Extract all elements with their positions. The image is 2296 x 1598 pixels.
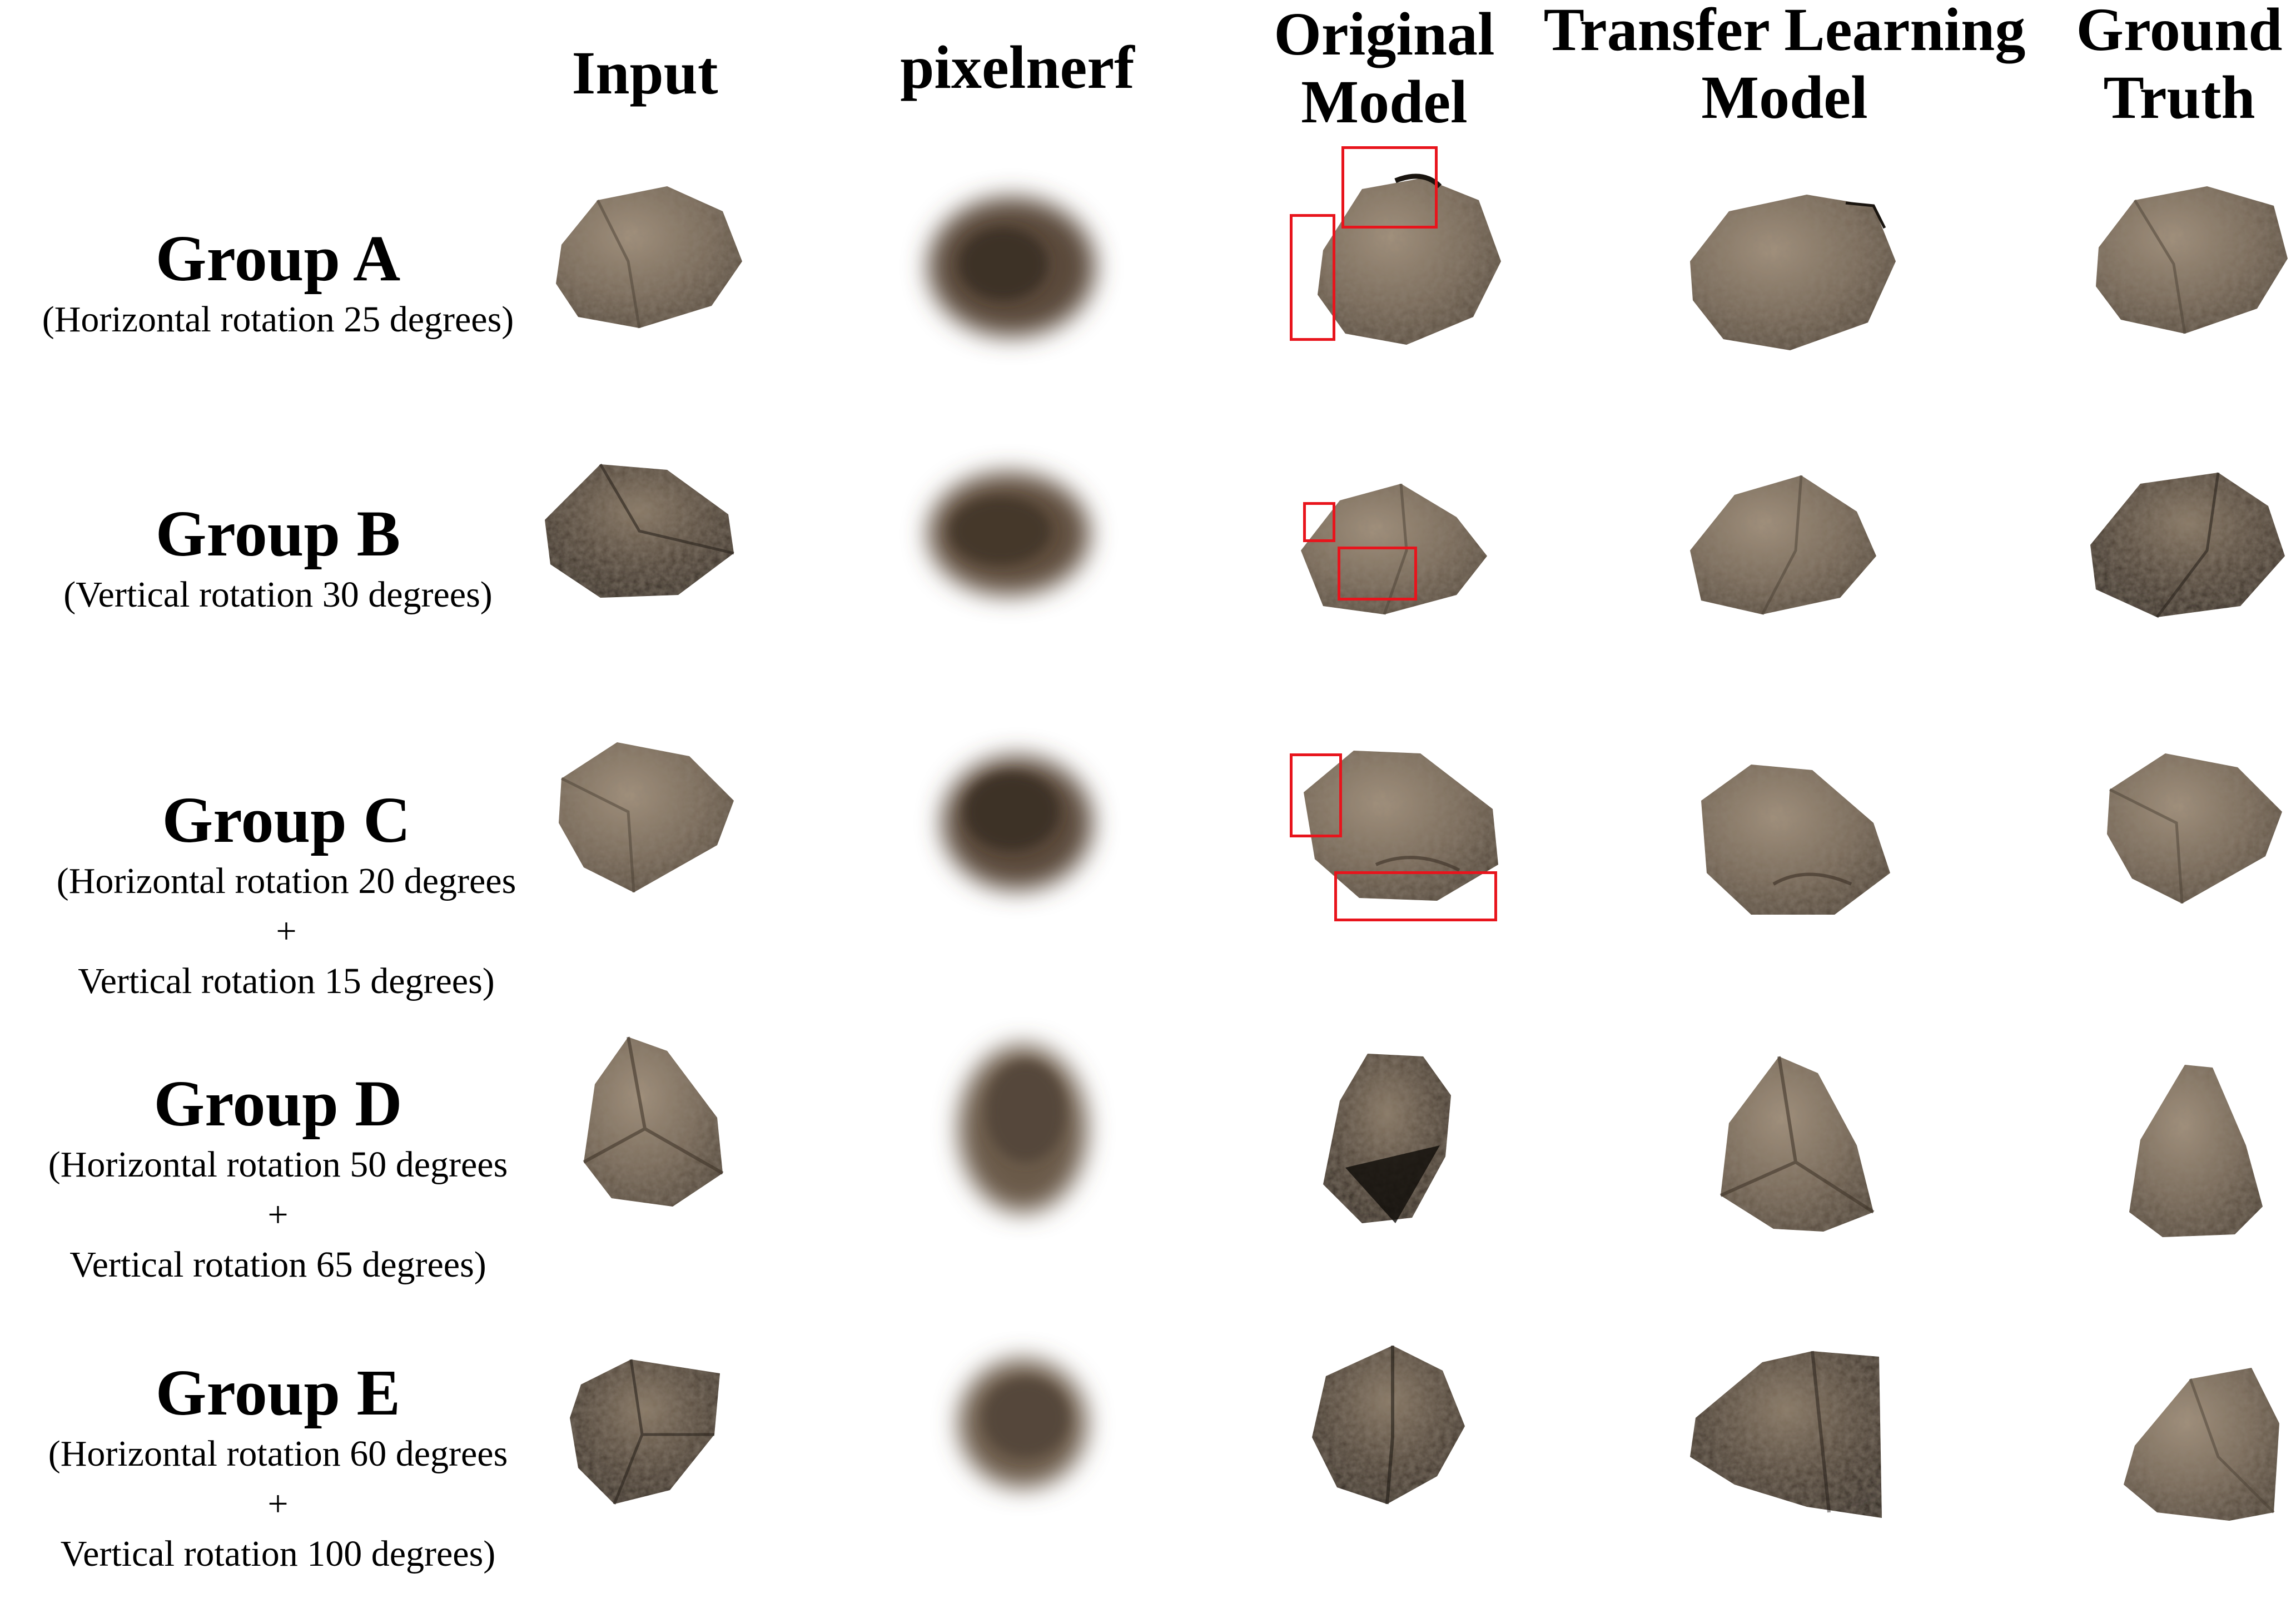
- group-title: Group A: [155, 222, 401, 295]
- group-title: Group E: [155, 1356, 401, 1429]
- rock-transfer-d: [1712, 1051, 1879, 1240]
- rock-original-c: [1293, 742, 1509, 909]
- group-label-e: Group E (Horizontal rotation 60 degrees …: [0, 1357, 556, 1579]
- rock-transfer-a: [1679, 183, 1901, 356]
- rock-ground-e: [2118, 1357, 2285, 1529]
- rock-ground-c: [2099, 745, 2288, 912]
- group-label-c: Group C (Horizontal rotation 20 degrees …: [0, 784, 573, 1006]
- group-description: Vertical rotation 65 degrees): [69, 1244, 486, 1285]
- group-description: Vertical rotation 100 degrees): [60, 1534, 496, 1574]
- group-label-b: Group B (Vertical rotation 30 degrees): [0, 498, 556, 620]
- group-description: (Horizontal rotation 25 degrees): [42, 299, 514, 340]
- group-label-d: Group D (Horizontal rotation 50 degrees …: [0, 1068, 556, 1290]
- rock-pixelnerf-a: [878, 150, 1145, 384]
- rock-ground-a: [2090, 181, 2296, 348]
- column-header-input: Input: [556, 39, 734, 107]
- column-header-ground-line2: Truth: [2103, 63, 2255, 131]
- group-description-plus: +: [267, 1483, 289, 1524]
- group-title: Group B: [155, 497, 401, 570]
- highlight-box: [1334, 871, 1497, 921]
- rock-transfer-b: [1679, 467, 1885, 623]
- column-header-transfer-learning-model: Transfer Learning Model: [1534, 0, 2035, 131]
- column-header-transfer-line1: Transfer Learning: [1543, 0, 2026, 63]
- rock-ground-d: [2118, 1056, 2268, 1240]
- highlight-box: [1290, 214, 1335, 341]
- rock-pixelnerf-d: [923, 1012, 1123, 1245]
- group-description: Vertical rotation 15 degrees): [78, 961, 495, 1001]
- column-header-pixelnerf-label: pixelnerf: [900, 33, 1135, 101]
- highlight-box: [1303, 502, 1335, 542]
- rock-input-a: [545, 178, 751, 345]
- rock-pixelnerf-c: [901, 723, 1134, 923]
- column-header-ground-truth: Ground Truth: [2068, 0, 2290, 131]
- group-label-a: Group A (Horizontal rotation 25 degrees): [0, 222, 556, 345]
- rock-transfer-e: [1684, 1340, 1896, 1523]
- column-header-ground-line1: Ground: [2076, 0, 2283, 63]
- rock-original-d: [1312, 1045, 1457, 1229]
- highlight-box: [1341, 146, 1438, 229]
- column-header-input-label: Input: [571, 39, 718, 107]
- group-description-plus: +: [267, 1194, 289, 1235]
- rock-input-c: [550, 734, 739, 901]
- column-header-original-line1: Original: [1274, 0, 1495, 68]
- group-description: (Vertical rotation 30 degrees): [63, 574, 493, 615]
- rock-input-d: [573, 1029, 739, 1212]
- group-description: (Horizontal rotation 50 degrees: [48, 1144, 508, 1185]
- column-header-transfer-line2: Model: [1701, 63, 1868, 131]
- rock-original-e: [1304, 1337, 1470, 1510]
- rock-input-e: [564, 1351, 731, 1512]
- column-header-original-line2: Model: [1301, 68, 1468, 136]
- rock-transfer-c: [1690, 756, 1896, 923]
- group-title: Group D: [153, 1067, 402, 1140]
- column-header-original-model: Original Model: [1256, 0, 1512, 136]
- group-title: Group C: [162, 783, 411, 856]
- rock-input-b: [534, 453, 745, 609]
- column-header-pixelnerf: pixelnerf: [867, 33, 1167, 101]
- highlight-box: [1290, 753, 1342, 837]
- rock-pixelnerf-b: [889, 439, 1129, 628]
- rock-ground-b: [2079, 461, 2290, 628]
- rock-pixelnerf-e: [923, 1323, 1123, 1523]
- group-description-plus: +: [276, 911, 297, 951]
- highlight-box: [1338, 547, 1417, 601]
- group-description: (Horizontal rotation 60 degrees: [48, 1433, 508, 1474]
- group-description: (Horizontal rotation 20 degrees: [56, 861, 516, 901]
